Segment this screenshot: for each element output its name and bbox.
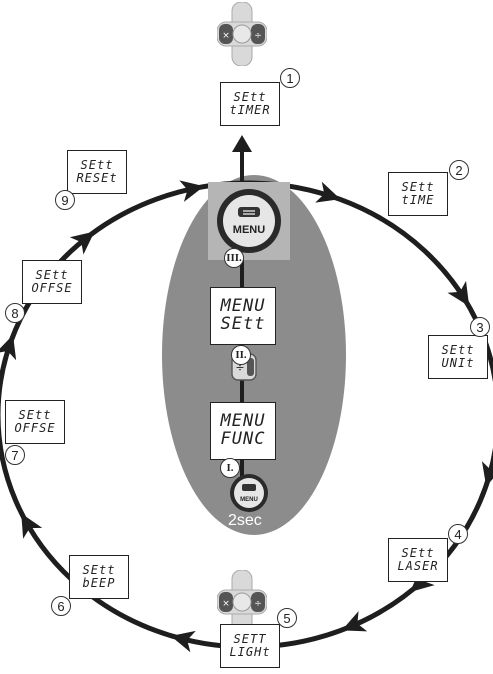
cycle-arrow-3 bbox=[447, 280, 470, 307]
up-arrow bbox=[232, 135, 252, 152]
step-number-2: 2 bbox=[449, 160, 469, 180]
step-number-9: 9 bbox=[55, 190, 75, 210]
svg-text:÷: ÷ bbox=[235, 361, 244, 374]
nav-pad-top-icon: × ÷ bbox=[217, 2, 267, 66]
svg-text:÷: ÷ bbox=[254, 31, 262, 41]
nav-pad-bottom-icon: × ÷ bbox=[217, 570, 267, 634]
cycle-arrow-2 bbox=[315, 181, 341, 203]
step-number-5: 5 bbox=[277, 608, 297, 628]
step-number-1: 1 bbox=[280, 68, 300, 88]
step-number-4: 4 bbox=[448, 524, 468, 544]
svg-text:÷: ÷ bbox=[254, 599, 262, 609]
cycle-arrows bbox=[0, 180, 493, 653]
sequence-step-2: II. bbox=[231, 345, 251, 365]
cycle-arrow-9 bbox=[0, 334, 17, 361]
svg-text:×: × bbox=[222, 31, 230, 41]
svg-text:MENU: MENU bbox=[233, 224, 265, 236]
step-number-6: 6 bbox=[51, 596, 71, 616]
step-number-8: 8 bbox=[5, 303, 25, 323]
svg-text:MENU: MENU bbox=[240, 497, 258, 503]
svg-text:×: × bbox=[222, 599, 230, 609]
sequence-step-1: I. bbox=[220, 458, 240, 478]
step-number-3: 3 bbox=[470, 317, 490, 337]
sequence-step-3: III. bbox=[224, 248, 244, 268]
cycle-arrow-6 bbox=[341, 611, 368, 632]
cycle-arrow-1 bbox=[179, 180, 205, 202]
hold-duration-label: 2sec bbox=[228, 512, 262, 529]
menu-button-small-icon[interactable]: MENU bbox=[228, 472, 270, 514]
cycle-arrow-7 bbox=[170, 630, 196, 653]
step-number-7: 7 bbox=[5, 445, 25, 465]
cycle-arrow-10 bbox=[69, 231, 95, 255]
menu-button-large-icon[interactable]: MENU bbox=[208, 182, 290, 260]
cycle-arrow-8 bbox=[21, 513, 43, 539]
